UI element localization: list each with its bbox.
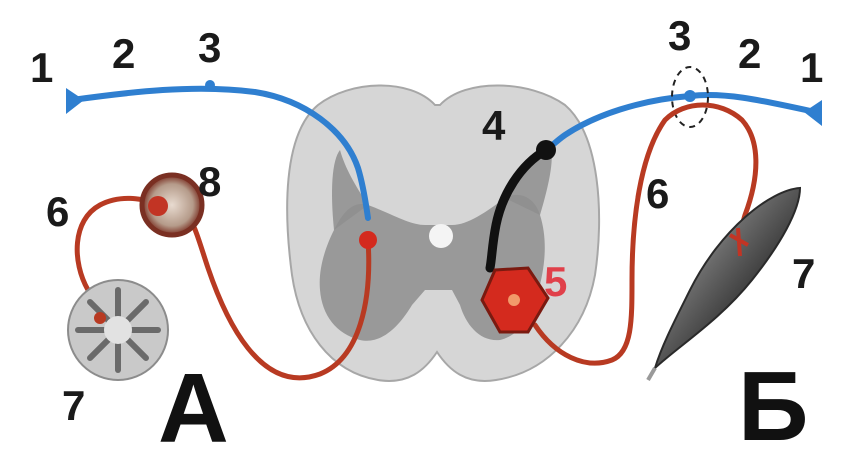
spinal-nucleus-left (359, 231, 377, 249)
muscle-tendon (648, 368, 655, 380)
organ-a-center (104, 316, 132, 344)
label-left-6: 6 (46, 188, 69, 235)
letter-a: А (158, 353, 229, 456)
label-right-1: 1 (800, 44, 823, 91)
label-4: 4 (482, 102, 506, 149)
muscle-body (655, 188, 800, 368)
label-left-2: 2 (112, 30, 135, 77)
ganglion-cell (148, 196, 168, 216)
label-5: 5 (544, 258, 567, 305)
label-left-1: 1 (30, 44, 53, 91)
label-8: 8 (198, 158, 221, 205)
label-right-3: 3 (668, 12, 691, 59)
label-right-7: 7 (792, 250, 815, 297)
label-right-6: 6 (646, 170, 669, 217)
label-left-7: 7 (62, 382, 85, 429)
receptor-ending-right (804, 100, 822, 126)
motor-neuron-nucleus (508, 294, 520, 306)
receptor-ending-left (66, 88, 84, 114)
central-canal (429, 224, 453, 248)
sensory-neuron-body-left (205, 80, 215, 90)
label-left-3: 3 (198, 24, 221, 71)
interneuron-body (536, 140, 556, 160)
nerve-ending-a (94, 312, 106, 324)
label-right-2: 2 (738, 30, 761, 77)
letter-b: Б (738, 351, 808, 456)
ganglion (142, 175, 202, 235)
sensory-neuron-body-right (684, 90, 696, 102)
effector-organ-a (68, 280, 168, 380)
